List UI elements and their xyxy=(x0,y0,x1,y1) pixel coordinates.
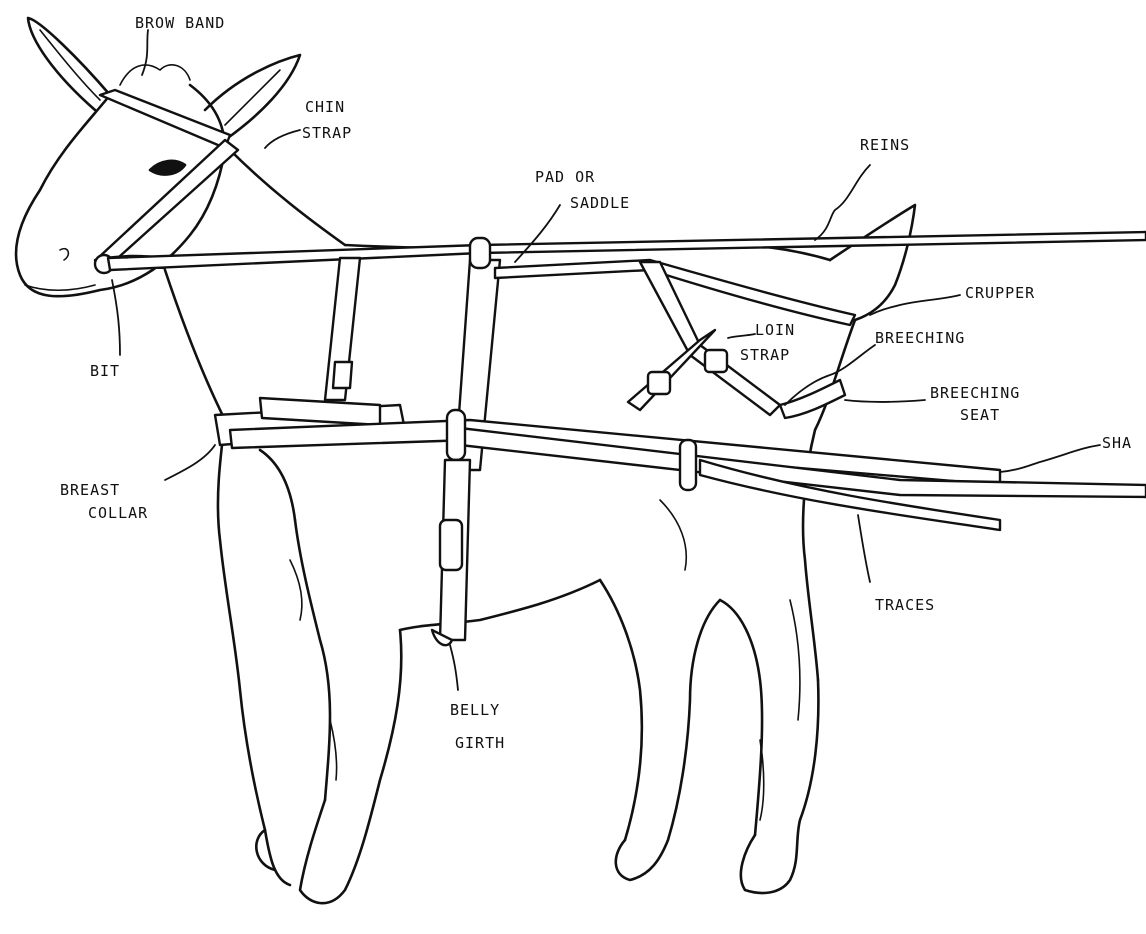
shaft-loop-rear xyxy=(680,440,696,490)
front-buckle xyxy=(333,362,352,388)
leader-pad xyxy=(515,205,560,262)
label-breeching-seat-line1: BREECHING xyxy=(930,384,1020,402)
leader-crupper xyxy=(870,295,960,315)
cheek-strap xyxy=(98,140,238,265)
breeching-strap xyxy=(780,380,845,418)
label-pad-line1: PAD OR xyxy=(535,168,595,186)
leader-breast-collar xyxy=(165,445,215,480)
label-crupper: CRUPPER xyxy=(965,284,1035,302)
leader-reins xyxy=(815,165,870,240)
leader-shafts xyxy=(1000,445,1100,472)
label-breast-collar-line2: COLLAR xyxy=(88,504,148,522)
label-traces: TRACES xyxy=(875,596,935,614)
label-breeching-seat-line2: SEAT xyxy=(960,406,1000,424)
label-belly-girth-line2: GIRTH xyxy=(455,734,505,752)
label-chin-strap-line1: CHIN xyxy=(305,98,345,116)
leader-breeching-seat xyxy=(845,400,925,402)
label-pad-line2: SADDLE xyxy=(570,194,630,212)
label-shafts: SHA xyxy=(1102,434,1132,452)
leader-brow-band xyxy=(142,30,148,75)
terret-ring xyxy=(470,238,490,268)
loin-buckle-2 xyxy=(648,372,670,394)
label-reins: REINS xyxy=(860,136,910,154)
loin-strap-2 xyxy=(628,330,715,410)
shaft-loop-front xyxy=(447,410,465,460)
label-belly-girth-line1: BELLY xyxy=(450,701,500,719)
label-brow-band: BROW BAND xyxy=(135,14,225,32)
leader-loin xyxy=(728,334,755,338)
label-breeching: BREECHING xyxy=(875,329,965,347)
label-loin-line1: LOIN xyxy=(755,321,795,339)
loin-buckle xyxy=(705,350,727,372)
leader-bit xyxy=(112,280,120,355)
label-bit: BIT xyxy=(90,362,120,380)
label-chin-strap-line2: STRAP xyxy=(302,124,352,142)
leader-traces xyxy=(858,515,870,582)
leader-chin-strap xyxy=(265,130,300,148)
leader-belly-girth xyxy=(450,645,458,690)
label-breast-collar-line1: BREAST xyxy=(60,481,120,499)
brow-band-strap xyxy=(100,90,230,148)
belly-buckle xyxy=(440,520,462,570)
label-loin-line2: STRAP xyxy=(740,346,790,364)
